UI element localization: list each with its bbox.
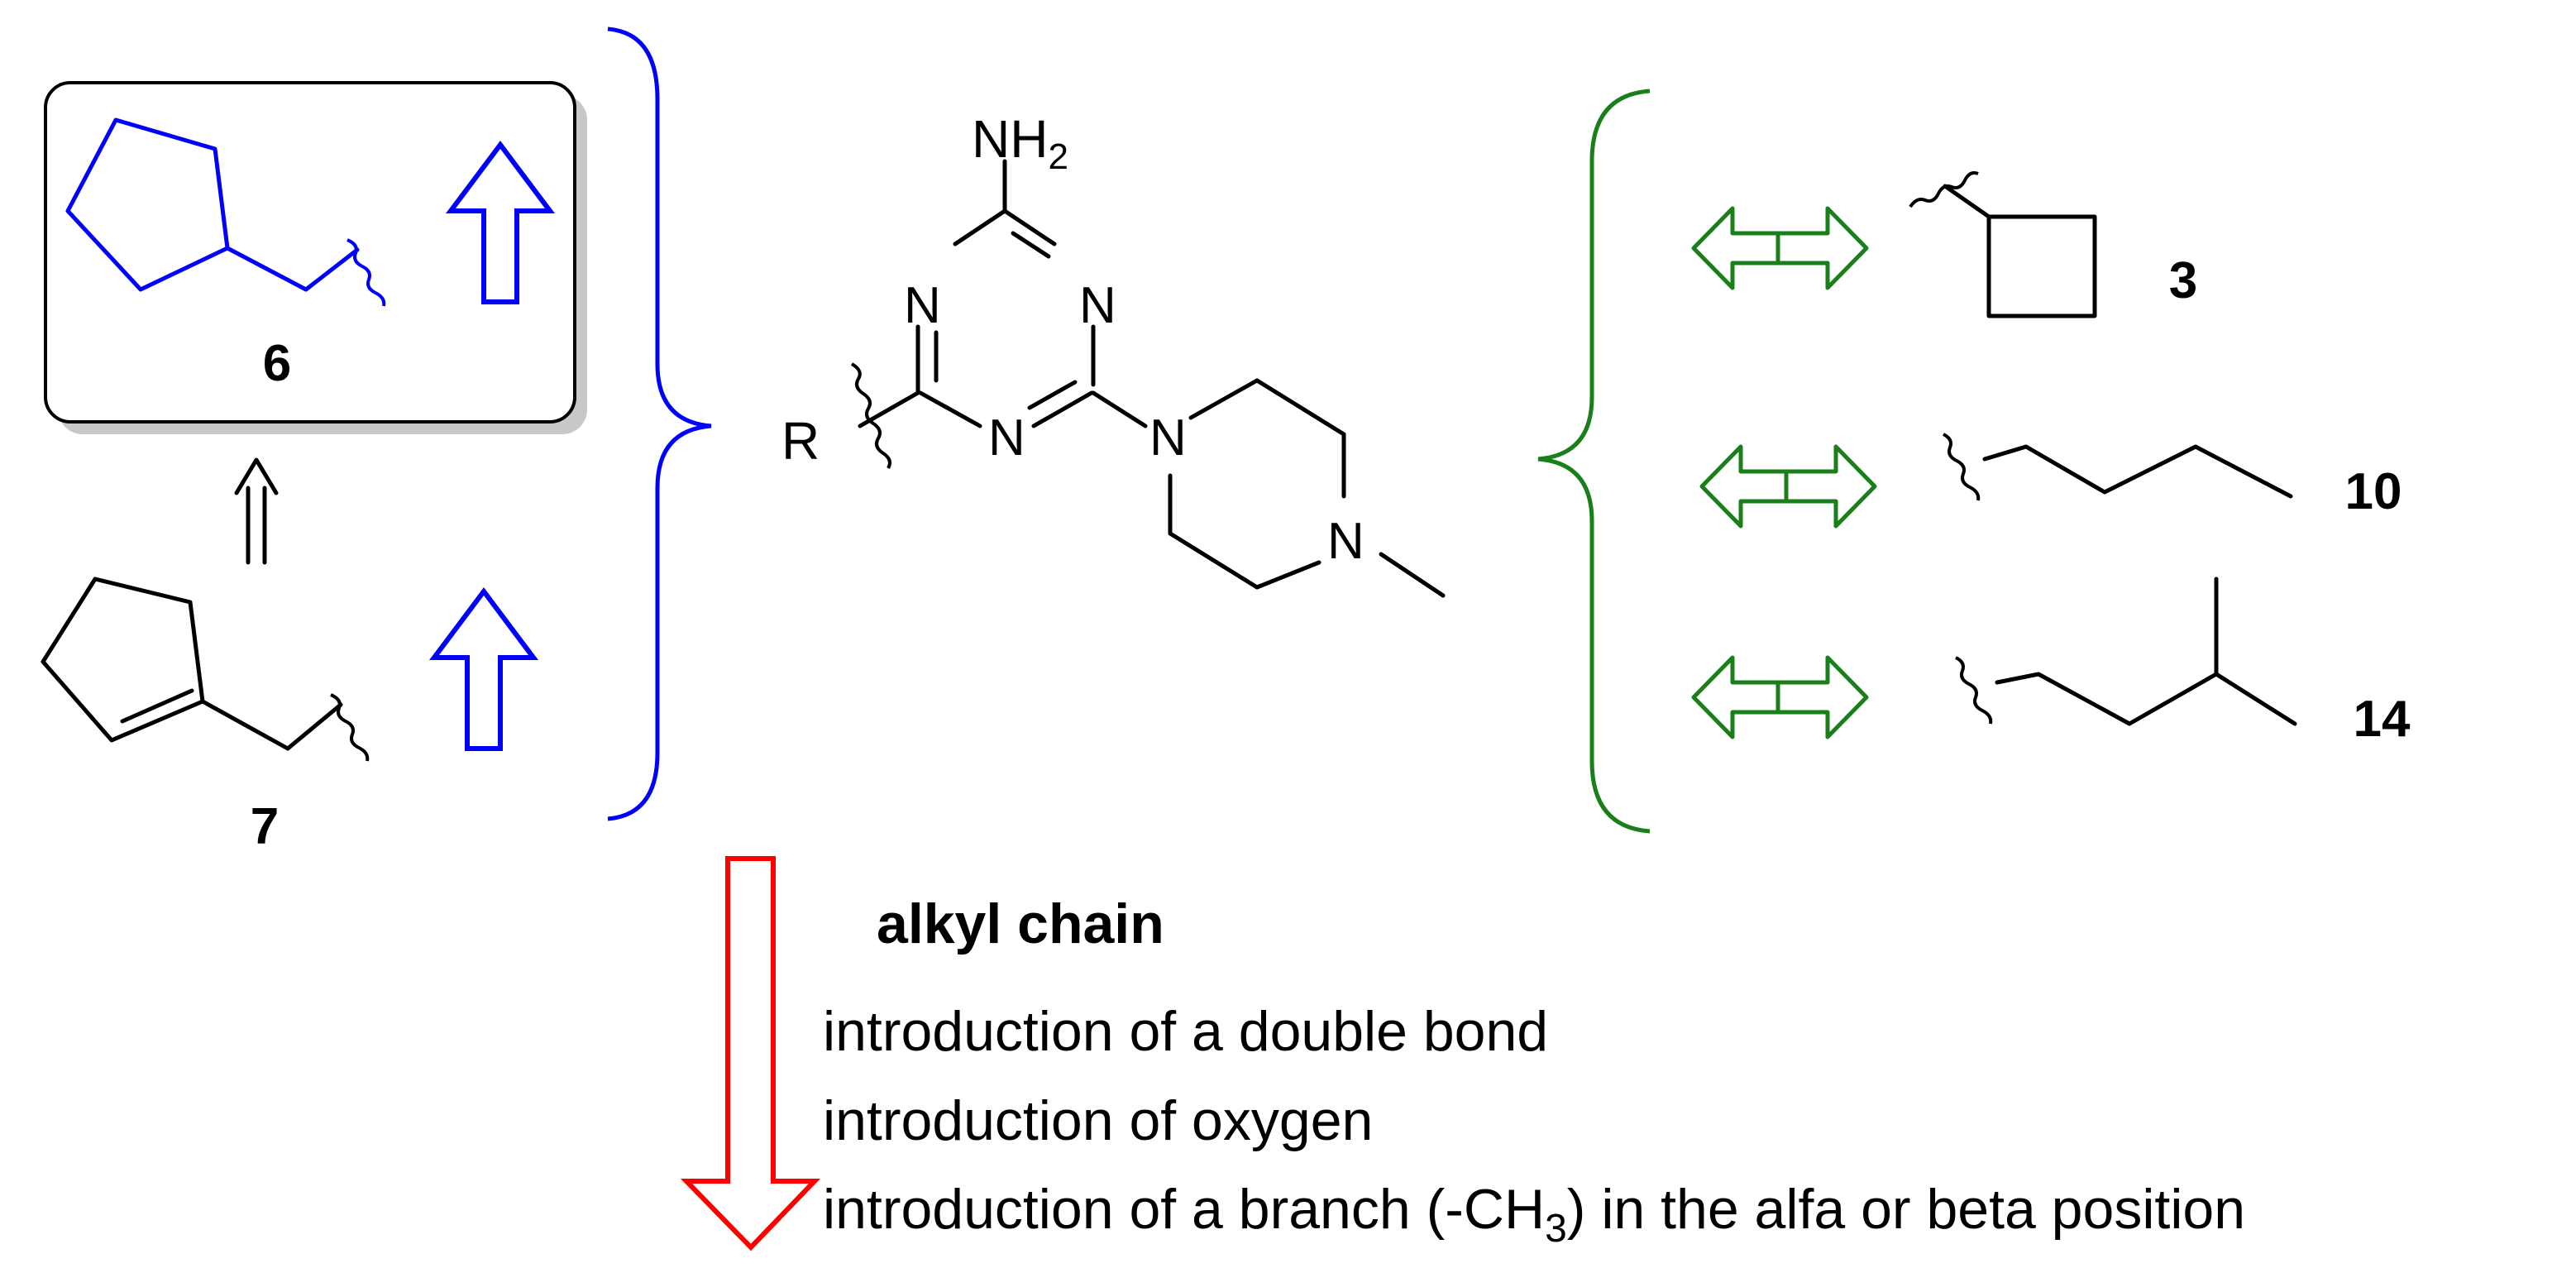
compound-6-label: 6	[263, 335, 291, 392]
triazine-n1: N	[904, 277, 941, 334]
increase-arrow-7	[429, 587, 538, 751]
piperazine-n4: N	[1327, 513, 1364, 570]
compound-3-label: 3	[2169, 252, 2197, 309]
compound-7-structure	[41, 577, 370, 762]
nh2-label: NH2	[972, 109, 1068, 177]
compound-7-label: 7	[251, 798, 279, 855]
notes-heading: alkyl chain	[877, 892, 1164, 955]
notes-line-2: introduction of oxygen	[823, 1089, 1373, 1152]
equivalent-arrow-10	[1699, 444, 1877, 529]
r-group-label: R	[781, 411, 820, 471]
compound-10-structure	[1943, 433, 2293, 501]
left-brace	[607, 26, 712, 821]
compound-14-structure	[1955, 577, 2297, 726]
conversion-arrow	[234, 457, 279, 565]
notes-line-1: introduction of a double bond	[823, 1000, 1548, 1063]
triazine-n3: N	[1079, 277, 1116, 334]
triazine-n5: N	[988, 409, 1025, 467]
increase-arrow-6	[446, 141, 555, 304]
triazine-core	[850, 159, 1446, 598]
compound-14-label: 14	[2354, 691, 2411, 748]
compound-10-label: 10	[2345, 463, 2402, 520]
compound-6-box	[44, 81, 587, 434]
equivalent-arrow-3	[1691, 206, 1869, 290]
equivalent-arrow-14	[1691, 655, 1869, 739]
decrease-arrow	[680, 856, 821, 1251]
compound-3-structure	[1909, 171, 2097, 318]
right-brace	[1537, 89, 1651, 834]
notes-line-3: introduction of a branch (-CH3) in the a…	[823, 1178, 2245, 1251]
piperazine-n1: N	[1149, 409, 1187, 467]
compound-6-structure	[65, 117, 386, 307]
